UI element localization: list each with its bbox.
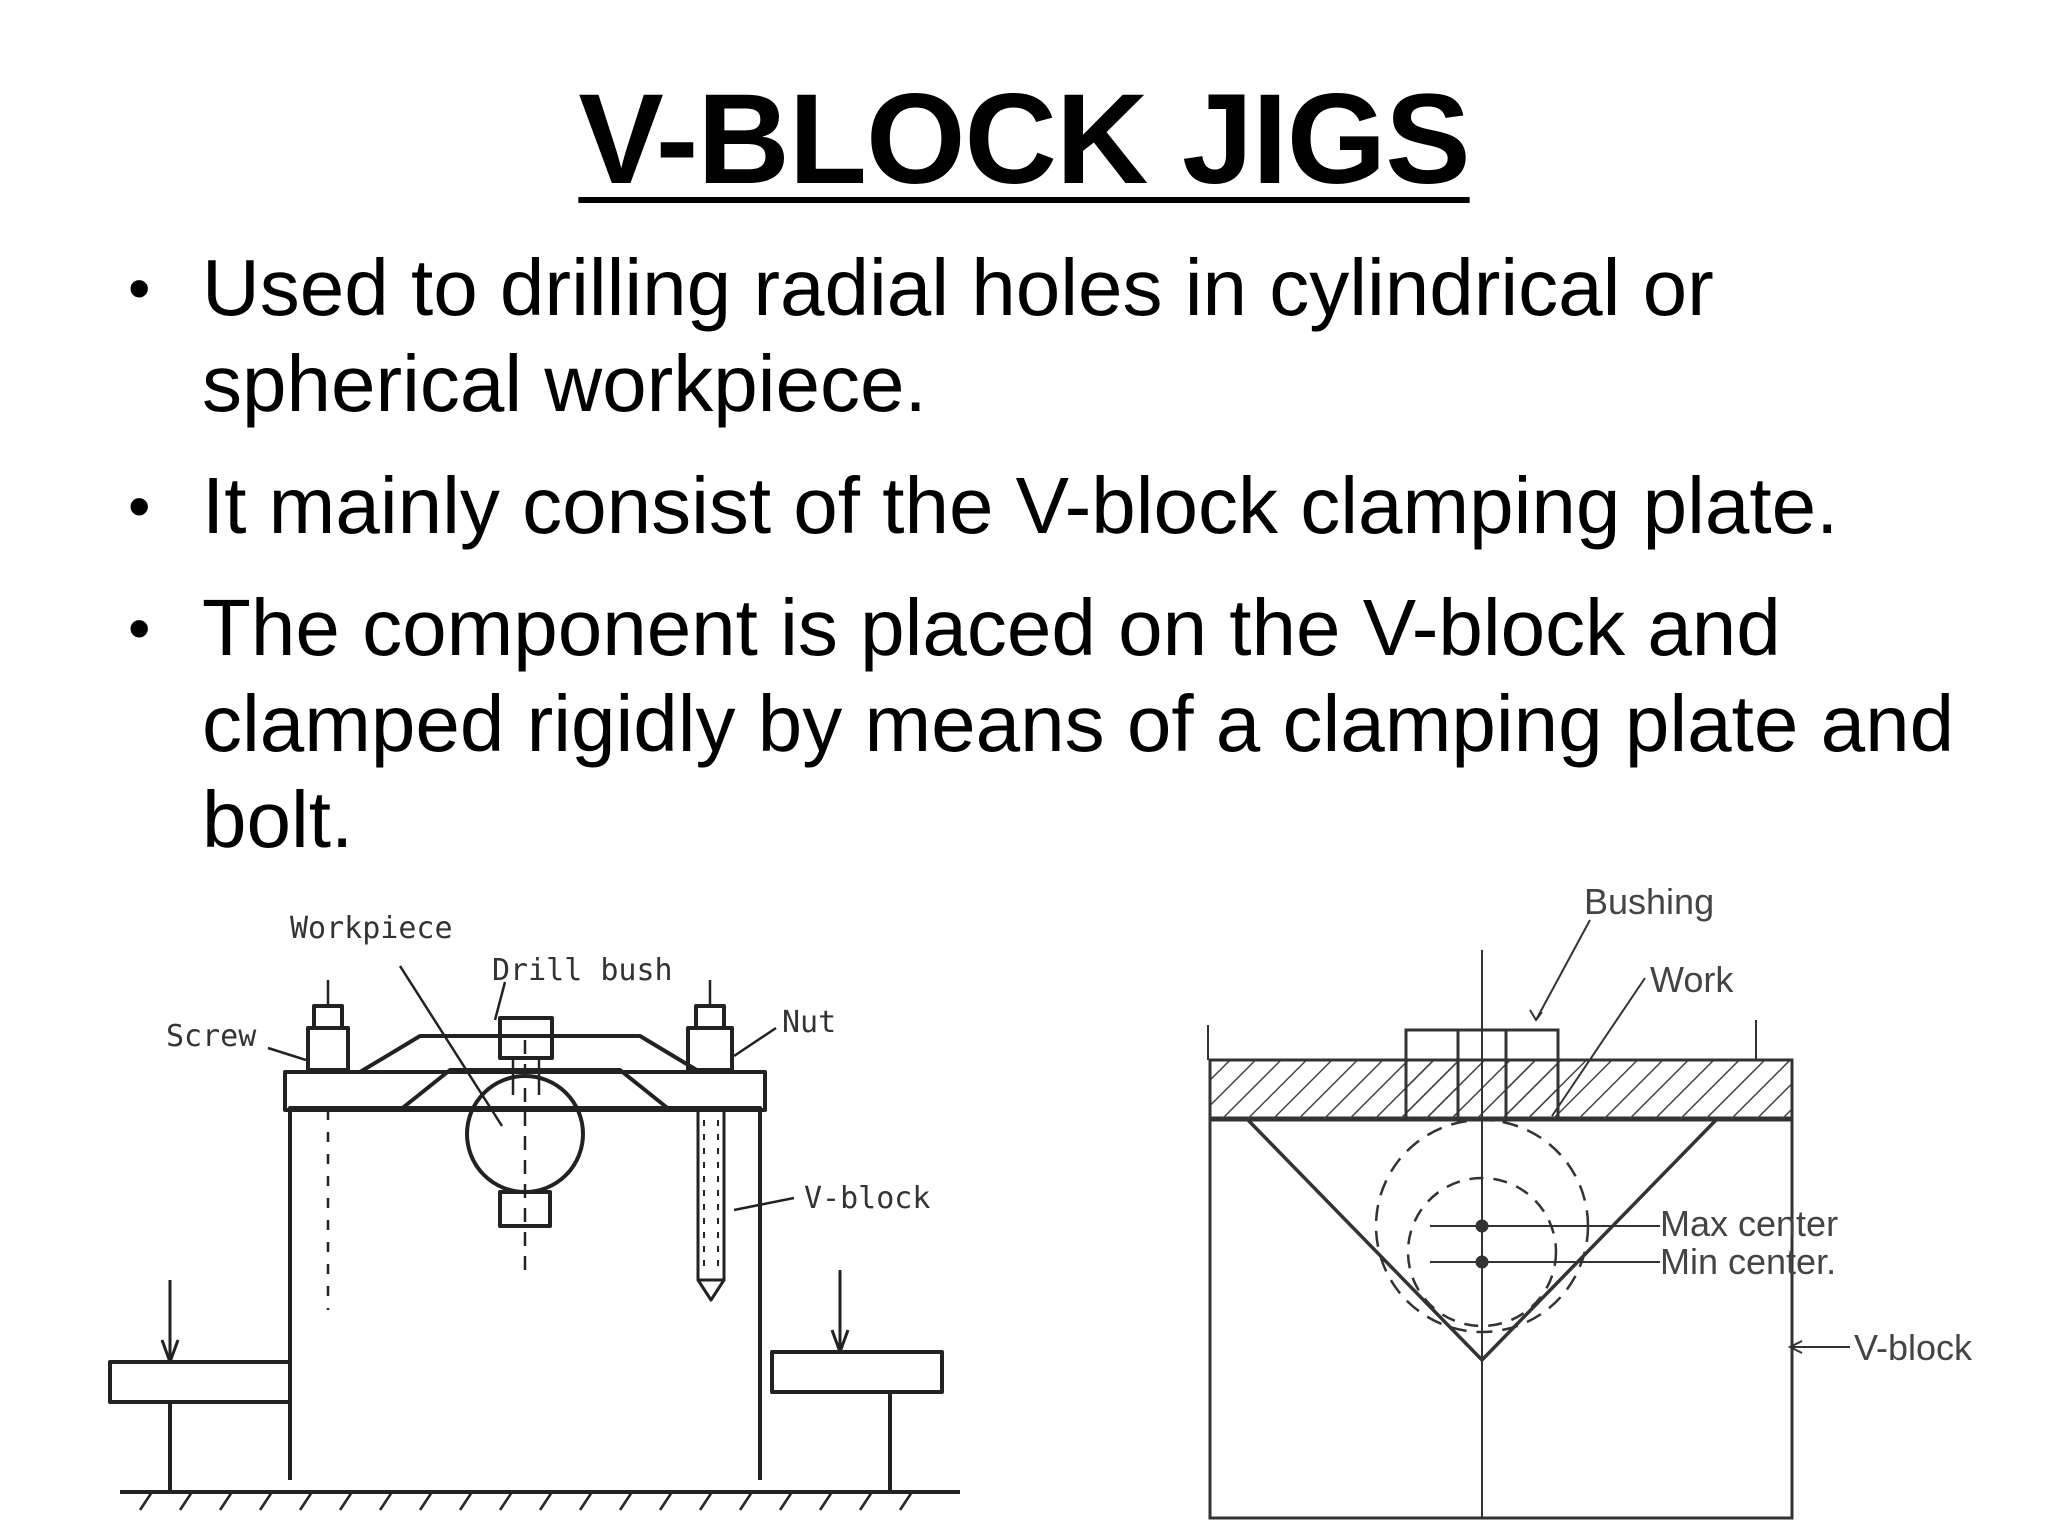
label-workpiece: Workpiece [290, 911, 453, 946]
label-max-center: Max center [1660, 1203, 1838, 1244]
bullet-text: The component is placed on the V-block a… [202, 583, 1955, 864]
label-v-block-left: V-block [804, 1181, 930, 1216]
label-drill-bush: Drill bush [492, 953, 673, 988]
bullet-dot-icon: • [128, 470, 151, 542]
label-work: Work [1650, 959, 1734, 1000]
bullet-list: • Used to drilling radial holes in cylin… [120, 240, 1960, 894]
bullet-item: • The component is placed on the V-block… [120, 580, 1960, 868]
bullet-item: • Used to drilling radial holes in cylin… [120, 240, 1960, 432]
v-block-jig-sketch: Workpiece Drill bush Screw Nut V-block [108, 911, 960, 1511]
label-screw: Screw [166, 1019, 257, 1054]
bullet-text: It mainly consist of the V-block clampin… [202, 461, 1839, 550]
bullet-item: • It mainly consist of the V-block clamp… [120, 458, 1960, 554]
label-bushing: Bushing [1584, 881, 1714, 922]
slide-title: V-BLOCK JIGS [578, 68, 1470, 211]
label-min-center: Min center. [1660, 1241, 1836, 1282]
label-nut: Nut [782, 1005, 836, 1040]
label-v-block-right: V-block [1854, 1327, 1973, 1368]
bullet-dot-icon: • [128, 252, 151, 324]
bullet-dot-icon: • [128, 592, 151, 664]
v-block-section-diagram: Bushing Work Max center Min center. V-bl… [1207, 881, 1973, 1520]
bullet-text: Used to drilling radial holes in cylindr… [202, 243, 1714, 428]
